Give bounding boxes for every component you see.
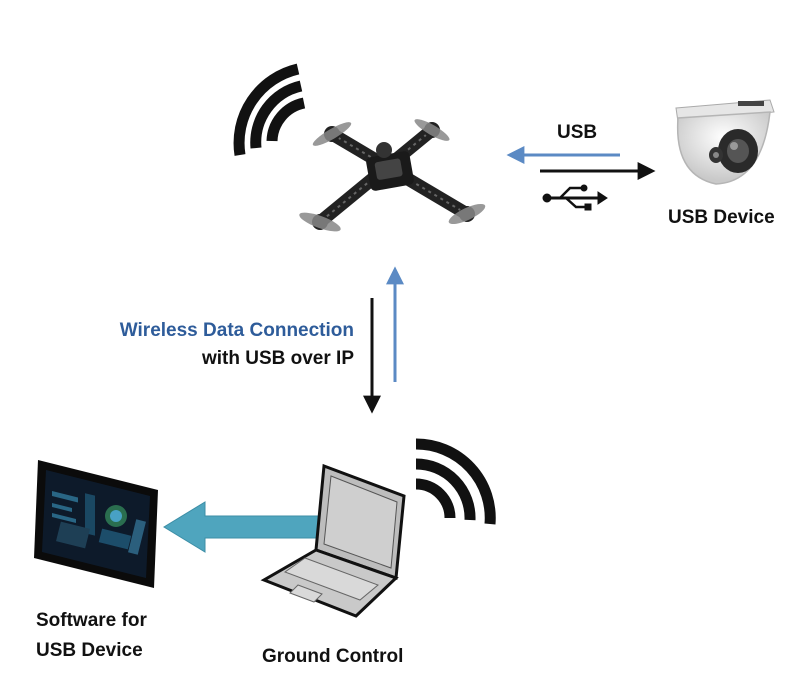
usb-symbol-icon bbox=[542, 184, 608, 211]
usb-label: USB bbox=[557, 122, 598, 143]
laptop-wifi-icon bbox=[415, 438, 496, 525]
drone-wifi-icon bbox=[233, 63, 306, 156]
wireless-word: Wireless bbox=[119, 320, 198, 341]
drone-icon bbox=[299, 119, 486, 232]
software-label-line1: Software for bbox=[36, 610, 147, 631]
data-connection-words: Data Connection bbox=[203, 320, 354, 341]
ground-control-label: Ground Control bbox=[262, 646, 404, 667]
usb-over-ip-label: with USB over IP bbox=[201, 348, 354, 369]
usb-device-label: USB Device bbox=[668, 207, 775, 228]
wireless-connection-label: Wireless Data Connection bbox=[100, 318, 354, 344]
laptop-icon bbox=[260, 463, 406, 618]
camera-icon bbox=[675, 99, 775, 185]
software-label-line2: USB Device bbox=[36, 640, 143, 661]
tablet-icon bbox=[34, 460, 158, 588]
